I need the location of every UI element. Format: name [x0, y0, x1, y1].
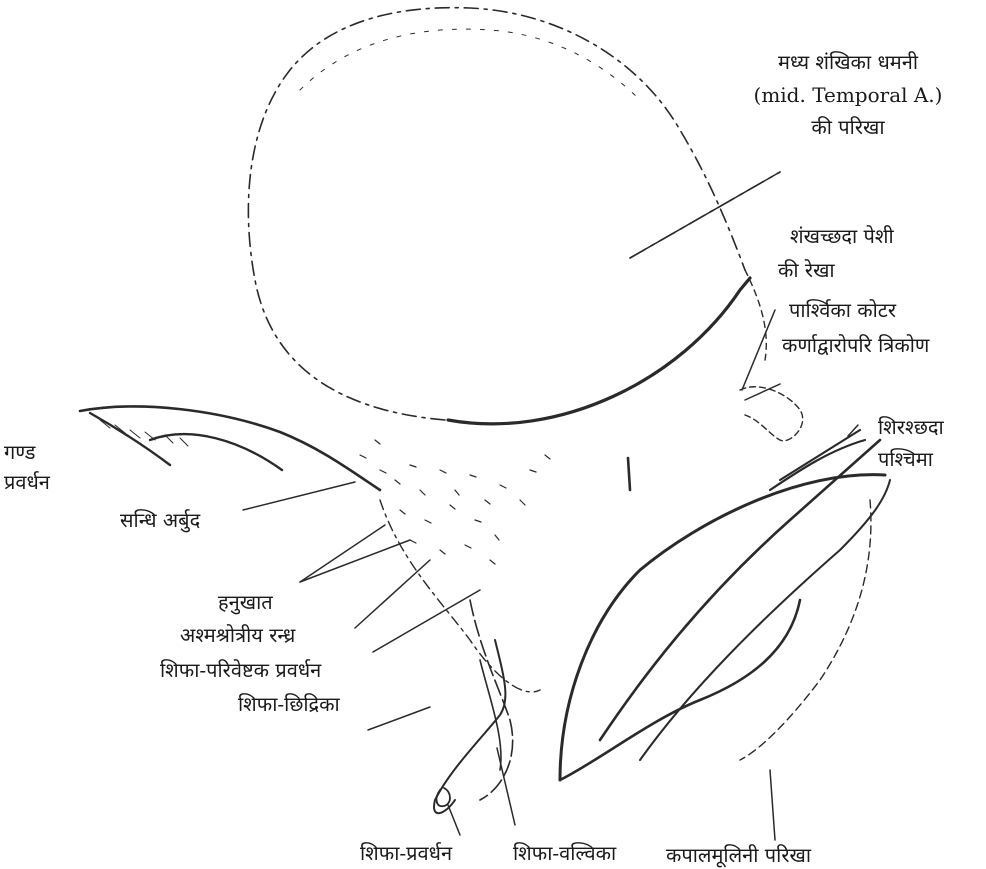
label-mastoid-notch: कपालमूलिनी परिखा	[666, 843, 811, 867]
label-styloid-process: शिफा-प्रवर्धन	[360, 841, 452, 865]
label-articular-tubercle: सन्धि अर्बुद	[120, 508, 200, 532]
label-mid-temporal-1: मध्य शंखिका धमनी	[728, 50, 968, 74]
mastoid-groove	[600, 440, 880, 740]
mastoid-inner	[560, 600, 800, 780]
zygomatic-hatch	[100, 420, 188, 446]
styloid	[434, 640, 505, 813]
zygomatic-process-lower	[90, 413, 282, 470]
squama-outline-inner	[300, 29, 640, 100]
squama-outline	[248, 8, 745, 420]
label-temporalis-1: शंखच्छदा पेशी	[790, 224, 894, 248]
mastoid-outer	[560, 475, 885, 780]
label-petrotympanic-fissure: अश्मश्रोत्रीय रन्ध्र	[180, 623, 295, 647]
squama-right-edge	[745, 270, 766, 360]
label-zygomatic-2: प्रवर्धन	[4, 470, 50, 494]
label-occipitalis-2: पश्चिमा	[878, 447, 933, 471]
suprameatal-outline	[740, 387, 803, 441]
stipple	[360, 440, 550, 564]
label-mid-temporal-2: (mid. Temporal A.)	[728, 83, 968, 107]
label-zygomatic-1: गण्ड	[4, 440, 35, 464]
vertical-mark	[628, 458, 630, 490]
zygomatic-process	[80, 407, 380, 490]
label-vaginal-process: शिफा-परिवेष्टक प्रवर्धन	[160, 658, 321, 682]
label-temporalis-2: की रेखा	[778, 258, 835, 282]
label-stylomastoid: शिफा-छिद्रिका	[238, 692, 340, 716]
tympanic-outline	[380, 500, 540, 692]
label-parietal-notch: पार्श्विका कोटर	[789, 298, 896, 322]
label-mid-temporal-3: की परिखा	[728, 115, 968, 139]
label-styloid-sheath: शिफा-वल्विका	[513, 841, 616, 865]
label-mandibular-fossa: हनुखात	[218, 590, 273, 614]
leader-lines	[243, 172, 858, 840]
label-occipitalis-1: शिरश्छदा	[878, 415, 944, 439]
temporal-line	[448, 278, 750, 424]
label-suprameatal: कर्णाद्वारोपरि त्रिकोण	[782, 333, 929, 357]
styloid-tip	[437, 788, 450, 806]
